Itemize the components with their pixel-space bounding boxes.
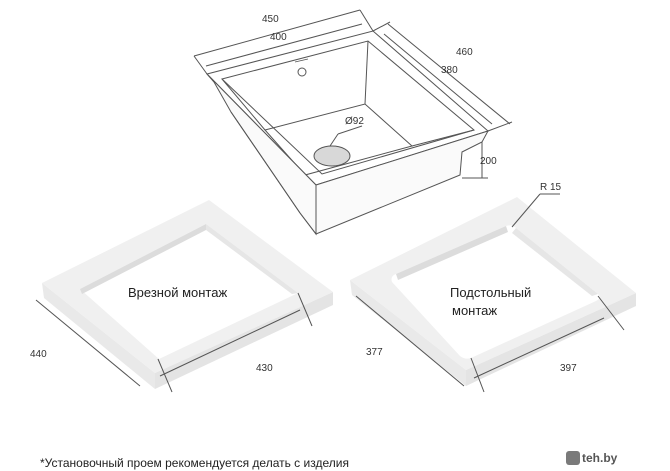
dim-line-380 <box>383 33 493 125</box>
dim-ext <box>157 358 173 393</box>
sink-wall <box>221 78 266 131</box>
dim-ext <box>193 55 208 75</box>
drain-leader <box>329 133 339 147</box>
dim-ext <box>297 292 313 327</box>
dim-430: 430 <box>256 363 273 374</box>
sink-body-edge <box>299 212 317 235</box>
cutout-wall <box>206 224 298 294</box>
dim-ext <box>487 121 513 132</box>
dim-line-397 <box>473 317 605 379</box>
watermark: teh.by <box>566 450 617 466</box>
dim-460: 460 <box>456 47 473 58</box>
dim-drain-diameter: Ø92 <box>345 116 364 127</box>
watermark-logo-icon <box>566 451 580 465</box>
dim-line-430 <box>159 309 301 377</box>
footnote: *Установочный проем рекомендуется делать… <box>40 456 349 470</box>
cutout-wall <box>512 228 598 296</box>
dim-line-400 <box>205 23 363 67</box>
sink-body-edge <box>230 111 301 214</box>
dim-400: 400 <box>270 32 287 43</box>
dim-200: 200 <box>480 156 497 167</box>
undermount-dimensions <box>355 193 625 393</box>
watermark-text: teh.by <box>582 451 618 465</box>
undermount-label-line1: Подстольный <box>450 285 531 300</box>
dim-line-460 <box>387 23 511 125</box>
drain-hole <box>313 145 351 167</box>
slab-side <box>350 280 466 386</box>
dim-line-440 <box>35 299 141 387</box>
radius-leader <box>511 193 541 228</box>
sink-drawing <box>193 9 513 236</box>
slab-side <box>155 292 333 389</box>
sink-wall <box>411 129 475 147</box>
dim-450: 450 <box>262 14 279 25</box>
dim-377: 377 <box>366 347 383 358</box>
dim-440: 440 <box>30 349 47 360</box>
slab-top <box>42 200 333 373</box>
undermount-slab <box>350 197 636 386</box>
slab-side <box>466 293 636 386</box>
dim-ext <box>470 357 485 393</box>
dim-397: 397 <box>560 363 577 374</box>
drain-leader <box>337 125 363 135</box>
faucet-hole <box>297 67 307 77</box>
cutout-wall <box>80 224 206 294</box>
inset-mount-label: Врезной монтаж <box>128 285 227 300</box>
dim-ext <box>597 295 625 331</box>
dim-line-450 <box>193 9 361 57</box>
cutout-wall <box>396 226 508 280</box>
undermount-label-line2: монтаж <box>452 303 497 318</box>
faucet-mark <box>294 58 309 63</box>
dim-ext <box>359 9 374 32</box>
dim-ext <box>372 21 391 32</box>
dim-380: 380 <box>441 65 458 76</box>
slab-top <box>350 197 636 370</box>
dim-line-377 <box>355 295 465 387</box>
inset-dimensions <box>35 292 313 393</box>
sink-wall <box>364 40 369 105</box>
dim-radius: R 15 <box>540 182 562 193</box>
slab-side <box>42 283 155 389</box>
inset-mount-slab <box>42 200 333 389</box>
